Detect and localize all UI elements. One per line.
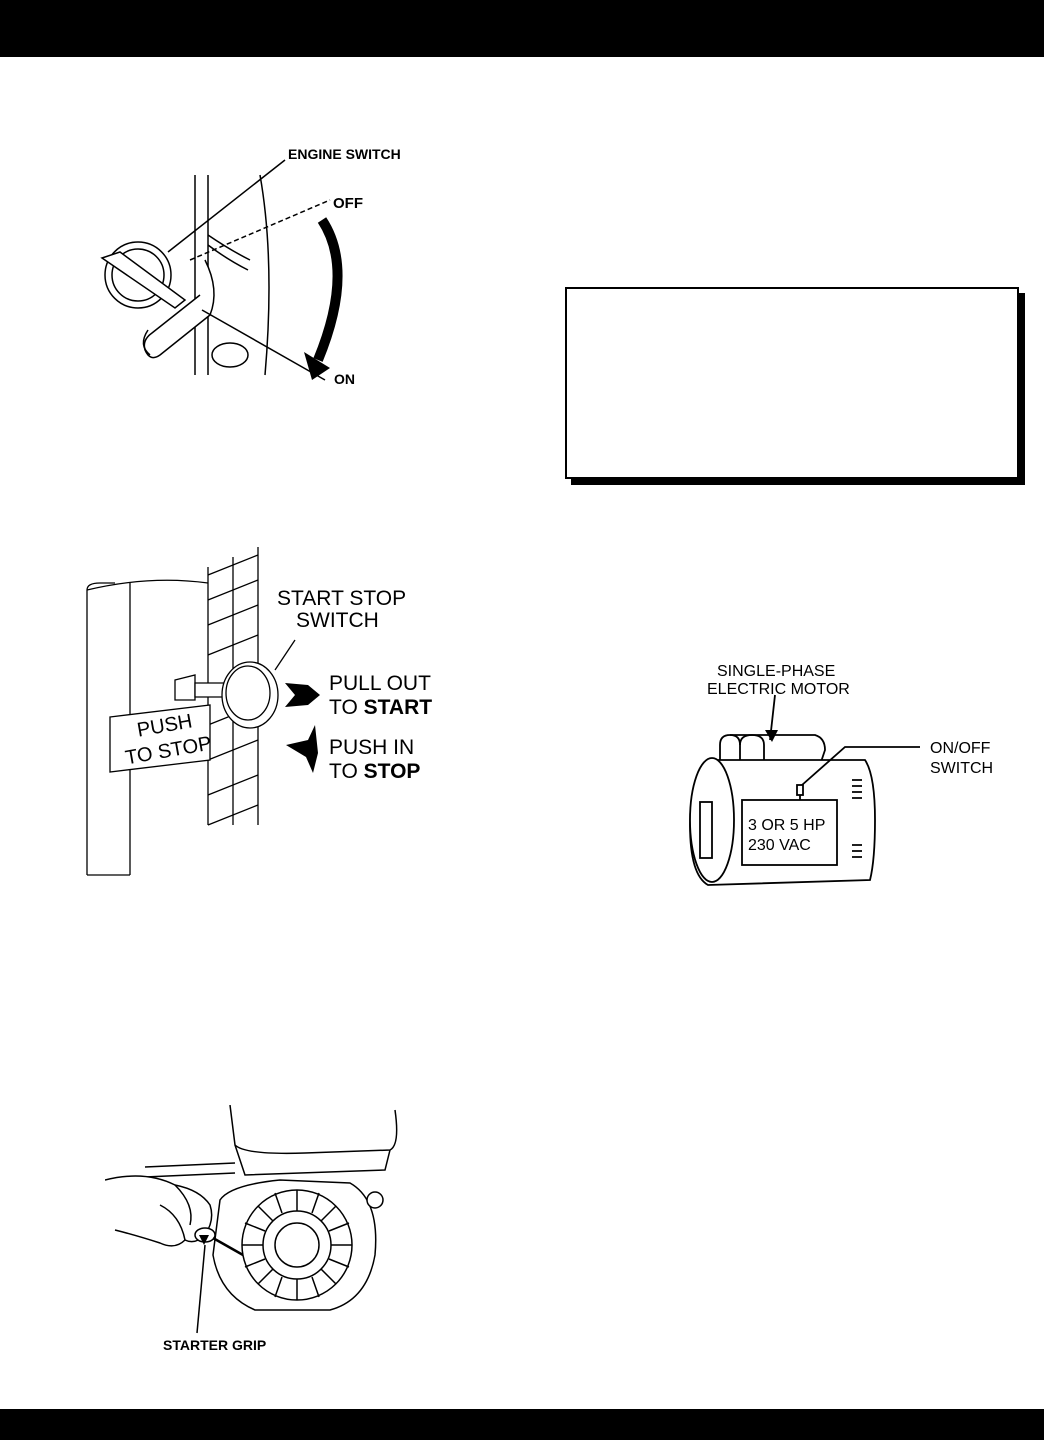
on-off-switch-label-line2: SWITCH (930, 760, 994, 777)
off-label: OFF (333, 195, 363, 212)
electric-motor-figure: SINGLE-PHASE ELECTRIC MOTOR ON/OFF SWITC… (680, 660, 1000, 890)
push-in-line2: TO STOP (329, 760, 420, 784)
header-bar (0, 0, 1044, 57)
nameplate-line2: 230 VAC (748, 837, 811, 854)
pull-out-instruction: PULL OUT TO START (329, 672, 432, 720)
footer-bar (0, 1409, 1044, 1440)
starter-grip-illustration (105, 1105, 398, 1334)
start-stop-label-line2: SWITCH (296, 609, 379, 632)
starter-grip-figure: STARTER GRIP (105, 1105, 415, 1365)
notice-box (565, 287, 1019, 479)
start-stop-switch-figure: START STOP SWITCH PUSH TO STOP PULL OUT … (80, 535, 450, 880)
stop-word: STOP (363, 760, 421, 783)
start-stop-illustration (86, 547, 320, 876)
on-label: ON (334, 371, 355, 387)
push-in-line1: PUSH IN (329, 736, 415, 759)
engine-switch-illustration (100, 159, 343, 381)
start-word: START (363, 696, 433, 719)
start-stop-label-line1: START STOP (277, 587, 407, 610)
push-in-instruction: PUSH IN TO STOP (329, 736, 420, 784)
on-off-switch-label-line1: ON/OFF (930, 740, 991, 757)
engine-switch-figure: ENGINE SWITCH OFF ON (90, 140, 430, 400)
pull-out-line1: PULL OUT (329, 672, 431, 695)
pull-out-line2: TO START (329, 696, 432, 720)
motor-label-line1: SINGLE-PHASE (717, 663, 836, 680)
electric-motor-illustration (689, 694, 920, 886)
pull-out-prefix: TO (329, 696, 364, 719)
starter-grip-label: STARTER GRIP (163, 1337, 267, 1353)
push-in-prefix: TO (329, 760, 364, 783)
motor-label-line2: ELECTRIC MOTOR (707, 681, 850, 698)
nameplate-line1: 3 OR 5 HP (748, 817, 826, 834)
engine-switch-label: ENGINE SWITCH (288, 146, 401, 162)
